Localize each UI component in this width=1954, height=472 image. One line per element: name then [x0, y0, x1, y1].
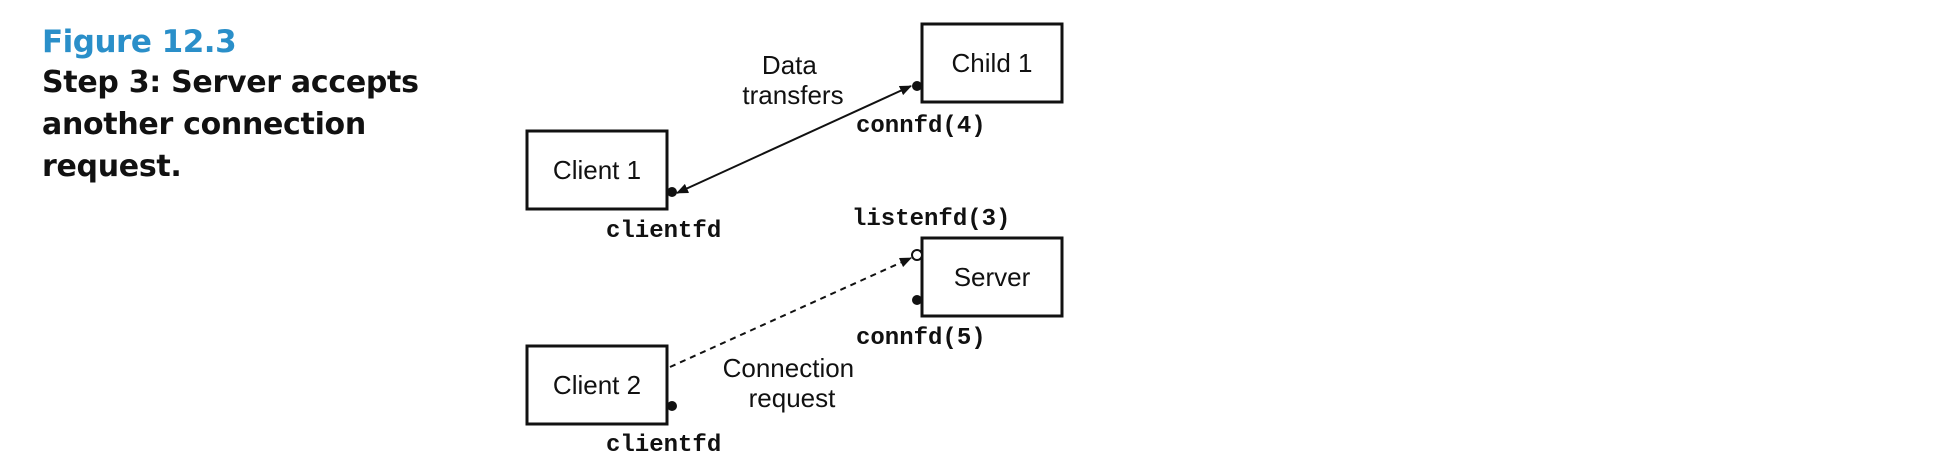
figure-number: Figure 12.3 [42, 24, 237, 60]
data-transfers-arrow [676, 85, 912, 194]
client1-box [525, 129, 669, 211]
client1-node: Client 1 [525, 129, 669, 211]
figure-caption: Figure 12.3 Step 3: Server accepts anoth… [42, 22, 422, 188]
server-node: Server [920, 236, 1064, 318]
client1-label: Client 1 [553, 155, 641, 185]
child1-box [920, 22, 1064, 104]
client1-clientfd-label: clientfd [606, 218, 721, 245]
client2-socket-dot [667, 401, 677, 411]
server-box [920, 236, 1064, 318]
connection-request-line-2: request [749, 383, 836, 413]
client2-clientfd-label: clientfd [606, 432, 721, 459]
server-listenfd-label: listenfd(3) [852, 206, 1010, 233]
child1-connfd-label: connfd(4) [856, 113, 986, 140]
client2-node: Client 2 [525, 344, 669, 426]
child1-node: Child 1 [920, 22, 1064, 104]
connection-request-line-1: Connection [723, 353, 855, 383]
figure-title: Step 3: Server accepts another connectio… [42, 65, 419, 184]
server-connfd-label: connfd(5) [856, 325, 986, 352]
child1-label: Child 1 [952, 48, 1033, 78]
data-transfers-line-1: Data [762, 50, 817, 80]
child1-socket-dot [912, 81, 922, 91]
client2-label: Client 2 [553, 370, 641, 400]
server-listen-socket-circle [911, 249, 923, 261]
data-transfers-line-2: transfers [742, 80, 843, 110]
connection-request-label: Connection request [723, 353, 862, 413]
client1-socket-dot [667, 187, 677, 197]
client2-box [525, 344, 669, 426]
data-transfers-label: Data transfers [742, 50, 843, 110]
connection-request-arrow [669, 257, 912, 368]
server-conn-socket-dot [912, 295, 922, 305]
server-label: Server [954, 262, 1031, 292]
